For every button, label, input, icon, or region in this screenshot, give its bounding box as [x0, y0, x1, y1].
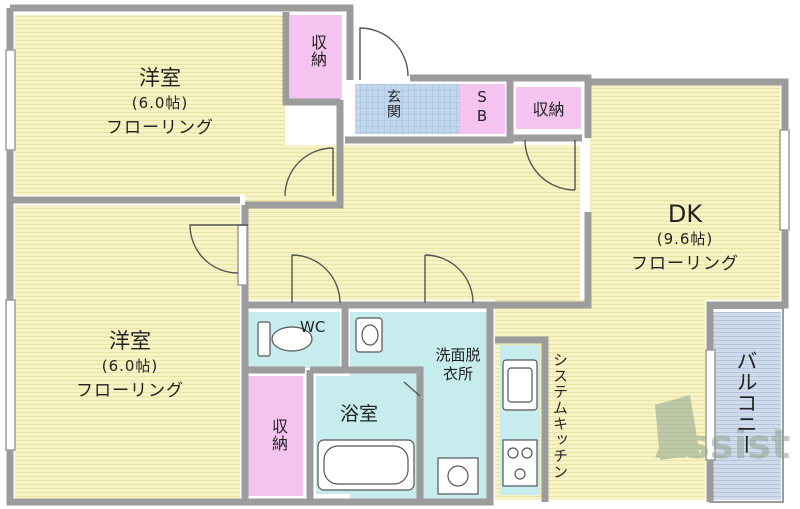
entrance-label: 玄関	[385, 89, 401, 119]
watermark: Assist	[655, 395, 790, 468]
window	[5, 299, 16, 451]
room-size: (9.6帖)	[656, 230, 714, 248]
shoe-box-floor	[460, 84, 505, 134]
room-size: (6.0帖)	[131, 94, 189, 112]
western-room-2-label: 洋室 (6.0帖) フローリング	[55, 325, 205, 401]
bathroom-label: 浴室	[340, 403, 379, 425]
door-entrance	[359, 27, 409, 80]
door-room-1	[284, 147, 334, 197]
storage-1-floor	[290, 15, 342, 100]
room-floor: フローリング	[106, 118, 214, 138]
windows	[5, 49, 790, 461]
room-name: 洋室	[139, 66, 181, 90]
door-washroom	[424, 254, 474, 304]
toilet-tank	[257, 321, 271, 357]
wc-label: WC	[300, 318, 326, 336]
fixtures	[257, 317, 538, 495]
window	[779, 129, 790, 231]
storage-3-label: 収納	[532, 100, 565, 119]
storage-2-label: 収納	[269, 418, 288, 452]
storage-1-label: 収納	[308, 34, 327, 68]
room-floor: フローリング	[76, 381, 184, 401]
hallway-upper-floor	[345, 145, 580, 205]
room-size: (6.0帖)	[101, 357, 159, 375]
door-bath	[403, 381, 421, 397]
svg-text:Assist: Assist	[655, 422, 790, 468]
washroom-label: 洗面脱衣所	[435, 346, 481, 383]
door-wc	[291, 254, 341, 304]
window	[705, 349, 716, 461]
western-room-2-floor	[15, 205, 240, 500]
room-name: 洋室	[109, 329, 151, 353]
toilet-bowl	[271, 326, 313, 352]
room-name: DK	[667, 200, 703, 228]
room-floor: フローリング	[631, 254, 739, 274]
storage-2-floor	[248, 376, 303, 496]
door-dk	[524, 139, 576, 191]
kitchen-label: システムキッチン	[551, 352, 569, 480]
balcony-label: バルコニー	[734, 350, 758, 455]
shoe-box-label: SB	[473, 88, 491, 126]
western-room-1-floor	[15, 15, 285, 195]
doors	[189, 27, 576, 397]
storage-3-floor	[516, 87, 581, 129]
balcony-floor	[713, 312, 781, 500]
door-room-2	[189, 224, 248, 274]
window	[237, 224, 248, 286]
western-room-1-label: 洋室 (6.0帖) フローリング	[85, 62, 235, 138]
dk-floor	[590, 85, 780, 300]
window	[5, 49, 16, 151]
entrance-floor	[355, 84, 460, 134]
dk-label: DK (9.6帖) フローリング	[605, 200, 765, 274]
